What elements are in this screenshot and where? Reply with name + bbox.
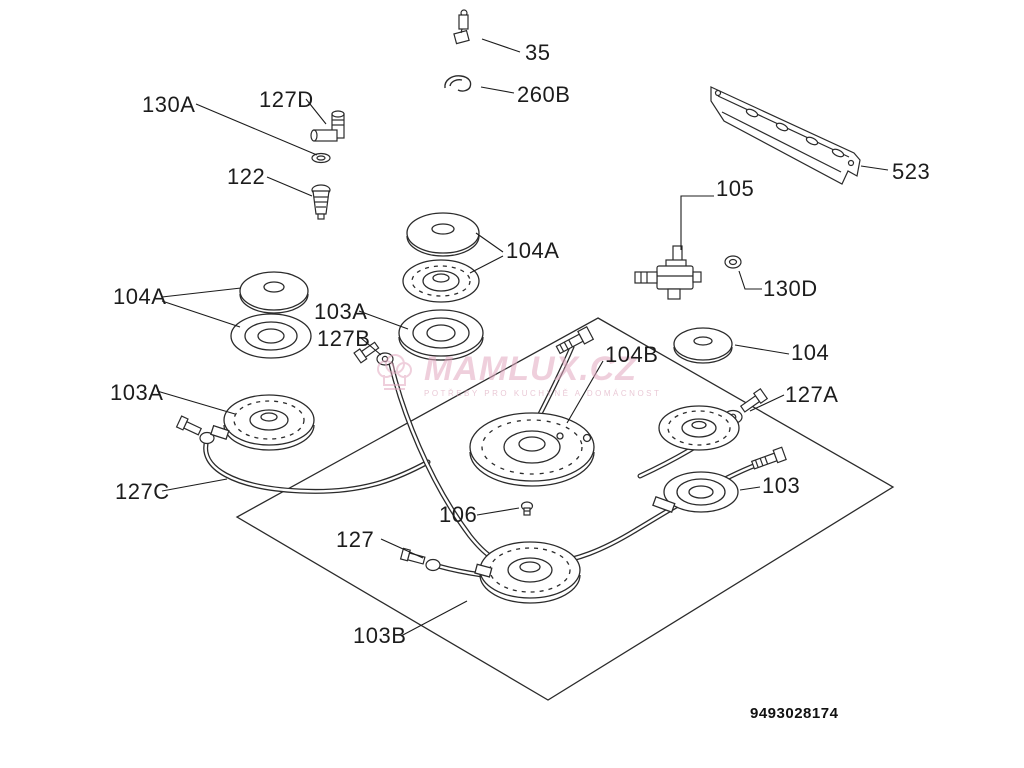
clip-260b	[444, 75, 472, 92]
gas-tap-105	[634, 245, 702, 300]
burner-head-top	[402, 259, 480, 303]
injector-122	[311, 184, 331, 220]
washer-130a	[311, 152, 331, 164]
burner-cap-104a-left	[239, 271, 309, 314]
label-127A: 127A	[785, 382, 839, 407]
gas-pipes	[203, 344, 767, 578]
fitting-127c	[175, 415, 215, 445]
screw-106	[520, 501, 534, 516]
label-103B: 103B	[353, 623, 407, 648]
label-103: 103	[762, 473, 801, 498]
label-122: 122	[227, 164, 266, 189]
label-127B: 127B	[317, 326, 371, 351]
burner-ring-103-right	[652, 471, 739, 513]
leader-lines	[156, 38, 889, 637]
label-104B: 104B	[605, 342, 659, 367]
burner-103b-bottom	[474, 541, 581, 604]
burner-ring-103a-top	[398, 309, 484, 361]
burner-cap-104a-top	[406, 212, 480, 257]
union-bolt-104b	[555, 326, 595, 355]
label-105: 105	[716, 176, 755, 201]
elbow-127d	[310, 110, 345, 142]
burner-103a-left-lower	[210, 394, 315, 451]
label-127C: 127C	[115, 479, 170, 504]
document-number: 9493028174	[750, 705, 839, 722]
hob-outline	[235, 317, 895, 701]
label-130A: 130A	[142, 92, 196, 117]
bracket-523	[710, 86, 861, 185]
burner-cap-104-right	[673, 327, 733, 364]
burner-104b-centre	[469, 412, 595, 487]
burner-ring-103a-left-upper	[230, 313, 312, 359]
label-523: 523	[892, 159, 931, 184]
label-104A-top: 104A	[506, 238, 560, 263]
igniter-35	[453, 9, 470, 45]
fitting-127	[399, 547, 441, 572]
label-35: 35	[525, 40, 551, 65]
union-bolt-right	[750, 446, 787, 470]
label-104A-left: 104A	[113, 284, 167, 309]
label-127: 127	[336, 527, 375, 552]
label-104: 104	[791, 340, 830, 365]
label-103A-left: 103A	[110, 380, 164, 405]
burner-head-right	[658, 405, 740, 451]
label-127D: 127D	[259, 87, 314, 112]
label-260B: 260B	[517, 82, 571, 107]
label-130D: 130D	[763, 276, 818, 301]
nut-130d	[724, 255, 742, 269]
label-106: 106	[439, 502, 478, 527]
label-103A-top: 103A	[314, 299, 368, 324]
